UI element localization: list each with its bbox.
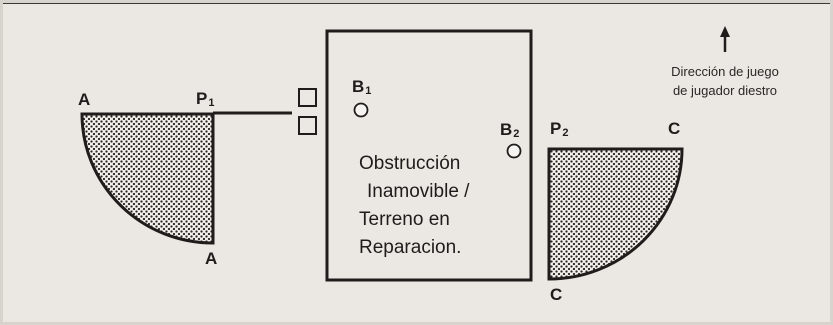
- label-c-top: C: [668, 119, 681, 138]
- direction-line-2: de jugador diestro: [672, 83, 778, 98]
- marker-square-bottom: [298, 116, 317, 135]
- relief-area-left: [80, 112, 215, 245]
- label-a-top: A: [78, 90, 91, 109]
- direction-arrow-icon: [720, 26, 730, 37]
- marker-square-top: [298, 88, 317, 107]
- obstruction-line-2: Inamovible /: [367, 181, 470, 202]
- label-p2: P2: [550, 119, 569, 139]
- direction-line-1: Dirección de juego: [671, 64, 779, 79]
- obstruction-line-3: Terreno en: [359, 209, 450, 230]
- label-b1: B1: [352, 77, 372, 97]
- obstruction-text: Obstrucción Inamovible / Terreno en Repa…: [332, 150, 532, 262]
- label-p1: P1: [196, 89, 215, 109]
- obstruction-box: [325, 29, 533, 282]
- obstruction-line-1: Obstrucción: [359, 153, 461, 174]
- obstruction-line-4: Reparacion.: [359, 237, 462, 258]
- label-a-bottom: A: [205, 249, 218, 268]
- label-c-bottom: C: [550, 285, 563, 304]
- direction-caption: Dirección de juego de jugador diestro: [640, 62, 810, 100]
- relief-area-right: [547, 147, 684, 281]
- ball-b1: [353, 102, 369, 118]
- label-b2: B2: [500, 120, 520, 140]
- ball-b2: [506, 143, 522, 159]
